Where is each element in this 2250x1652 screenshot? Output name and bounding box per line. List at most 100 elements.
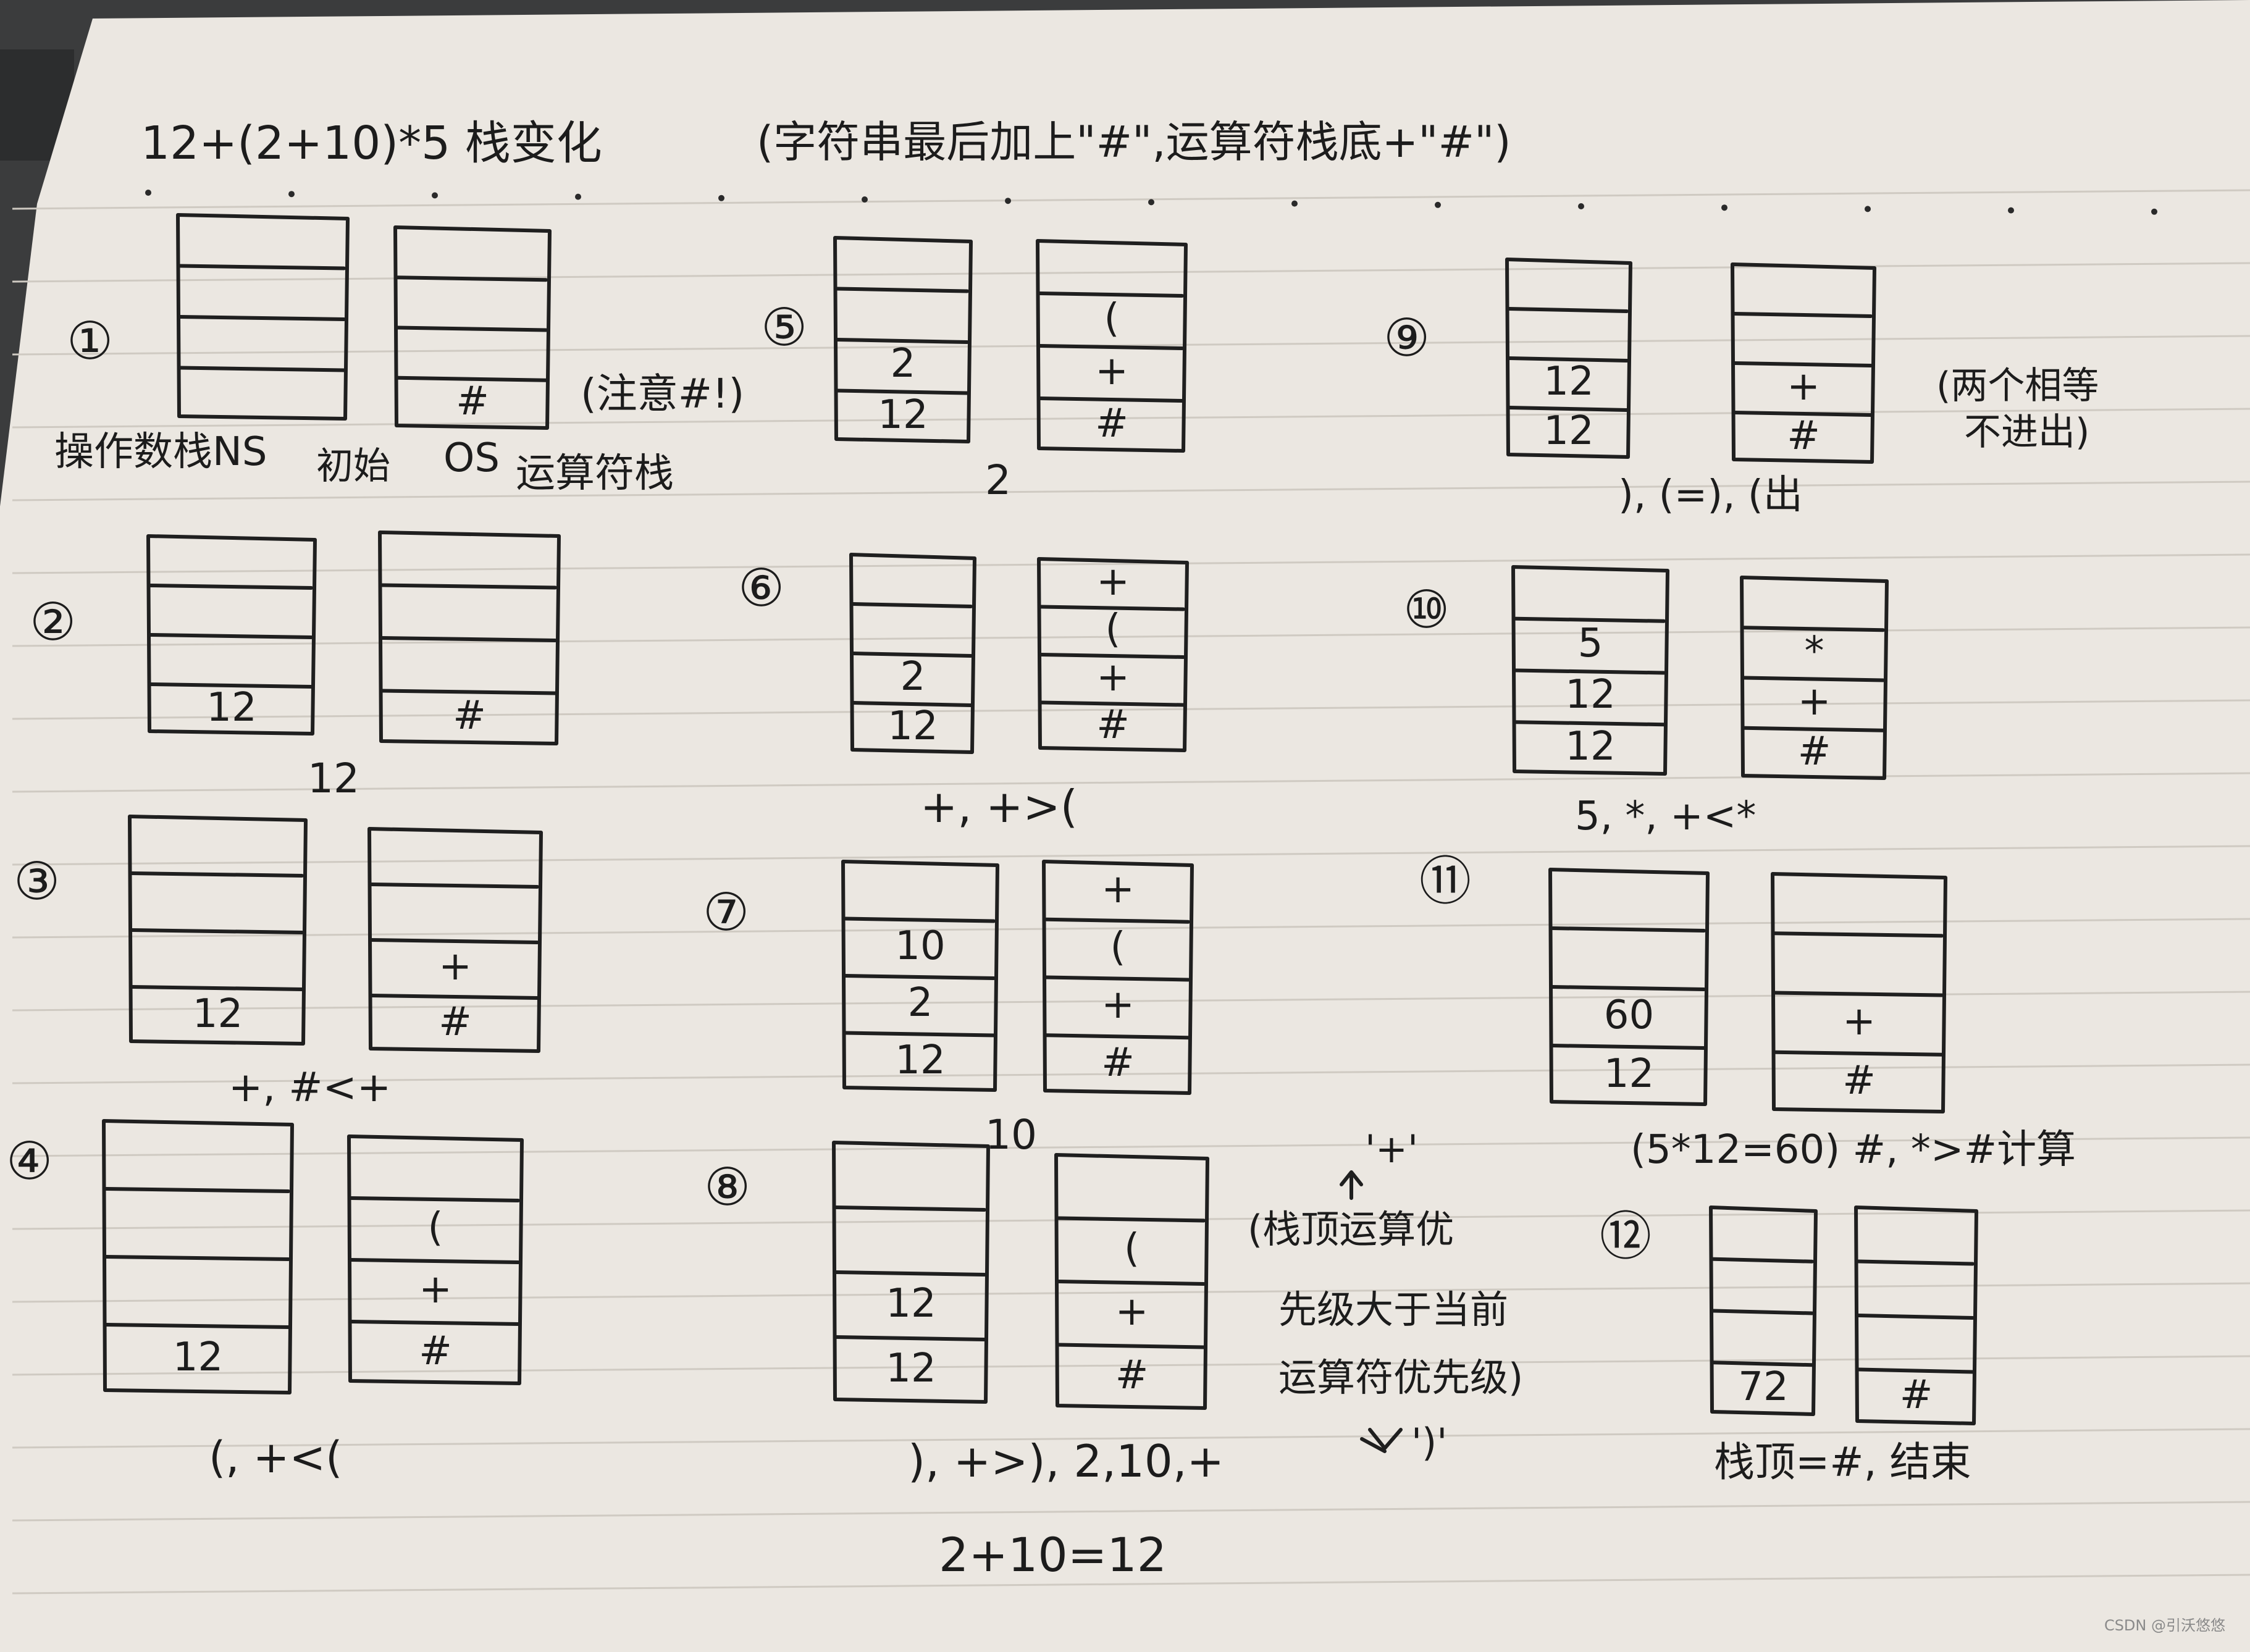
step3-operator-cell: +: [439, 944, 472, 989]
step10-operator-stack-divider: [1742, 626, 1885, 632]
step1-operator-stack-divider: [396, 375, 548, 382]
step1-operator-stack-divider: [396, 275, 548, 282]
step-label-9: ⑨: [1383, 308, 1430, 368]
step10-operand-cell: 12: [1565, 724, 1616, 770]
step10-operator-cell: #: [1797, 729, 1831, 775]
side-note-bottom: ')': [1411, 1420, 1448, 1465]
step6-operand-stack-divider: [852, 652, 973, 658]
step11-operand-stack-divider: [1551, 1044, 1706, 1050]
step-label-6: ⑥: [738, 558, 785, 618]
step3-operator-stack-divider: [370, 883, 539, 889]
step10-operator-stack-divider: [1742, 726, 1885, 732]
step12-operand-stack: [1709, 1205, 1818, 1416]
step4-operand-cell: 12: [172, 1335, 224, 1380]
step9-operator-stack-divider: [1733, 411, 1873, 417]
step4-operator-stack-divider: [350, 1196, 520, 1202]
side-note-top: '+': [1365, 1126, 1419, 1172]
step7-operator-stack-divider: [1044, 917, 1190, 924]
step8-operator-cell: #: [1115, 1352, 1149, 1398]
step7-operand-stack: [841, 860, 999, 1092]
step7-operand-cell: 10: [895, 923, 946, 969]
step8-operand-stack-divider: [834, 1335, 986, 1341]
step12-operand-cell: 72: [1738, 1364, 1789, 1411]
step8-operand-stack-divider: [834, 1205, 986, 1212]
step8-operator-cell: +: [1115, 1289, 1149, 1335]
step7-operand-stack-divider: [844, 1031, 996, 1038]
step12-caption: 栈顶=#, 结束: [1714, 1438, 1971, 1486]
step11-operator-stack-divider: [1773, 1050, 1944, 1057]
step4-operator-cell: +: [419, 1267, 452, 1312]
step6-operator-cell: +: [1096, 654, 1130, 700]
step8-operand-stack-divider: [834, 1270, 986, 1277]
step5-operand-stack-divider: [836, 388, 969, 395]
step1-operand-stack: [176, 213, 350, 421]
step10-operator-cell: +: [1797, 679, 1831, 725]
step9-note-1: (两个相等: [1936, 364, 2099, 408]
step11-operand-stack: [1548, 868, 1710, 1106]
step9-operand-cell: 12: [1543, 408, 1594, 454]
step12-operand-stack-divider: [1711, 1257, 1814, 1264]
step11-operator-stack: [1771, 872, 1947, 1113]
step6-operand-stack-divider: [852, 701, 973, 707]
step-label-11: ⑪: [1419, 851, 1472, 912]
step2-operator-stack-divider: [380, 583, 557, 590]
step5-operator-stack-divider: [1038, 291, 1184, 298]
step5-operand-cell: 12: [878, 392, 928, 438]
step5-caption: 2: [985, 456, 1011, 504]
step11-caption: (5*12=60) #, *>#计算: [1631, 1127, 2076, 1173]
step12-operand-stack-divider: [1711, 1309, 1814, 1315]
step11-operand-stack-divider: [1551, 985, 1706, 991]
step7-operator-stack: [1042, 860, 1194, 1095]
step7-operator-cell: +: [1101, 866, 1135, 912]
step5-operand-cell: 2: [890, 341, 916, 387]
step-label-4: ④: [6, 1131, 53, 1191]
step5-operand-stack-divider: [836, 287, 969, 293]
step9-operand-stack-divider: [1508, 307, 1629, 313]
step10-operand-stack: [1511, 565, 1669, 776]
step-label-12: ⑫: [1600, 1206, 1652, 1267]
step12-operator-stack-divider: [1857, 1259, 1975, 1266]
step11-operator-cell: #: [1842, 1057, 1876, 1104]
step6-operator-stack-divider: [1039, 653, 1185, 659]
step6-caption: +, +>(: [920, 781, 1078, 832]
step5-operator-stack-divider: [1038, 396, 1184, 403]
step8-operand-stack: [832, 1141, 990, 1404]
step1-operator-stack: [393, 225, 552, 430]
step-label-7: ⑦: [703, 882, 750, 942]
step2-operator-stack-divider: [380, 689, 557, 695]
step3-operator-cell: #: [439, 999, 472, 1045]
step7-operand-stack-divider: [844, 916, 996, 923]
step4-operator-stack: [347, 1134, 524, 1385]
step2-operator-stack: [378, 530, 561, 745]
step2-operand-stack-divider: [149, 584, 313, 590]
step9-operator-stack-divider: [1733, 361, 1873, 367]
step1-operand-stack-divider: [178, 366, 346, 372]
step10-operator-stack: [1740, 576, 1889, 780]
step11-operand-cell: 60: [1603, 992, 1655, 1038]
step-label-10: ⑩: [1403, 579, 1450, 640]
operator-stack-label: 运算符栈: [516, 451, 674, 497]
step7-operand-cell: 2: [907, 980, 933, 1026]
ruled-lines: [12, 189, 2250, 1595]
step6-operand-stack-divider: [852, 602, 973, 608]
step5-operator-cell: #: [1095, 400, 1128, 447]
step6-operand-stack: [849, 553, 976, 754]
step5-operator-cell: +: [1095, 348, 1128, 394]
step2-operand-cell: 12: [206, 685, 257, 731]
step3-operand-stack: [128, 815, 308, 1046]
step9-operand-stack: [1505, 258, 1632, 459]
init-label: 初始: [316, 445, 390, 488]
step9-operator-cell: +: [1787, 364, 1820, 409]
step3-operand-stack-divider: [130, 985, 304, 991]
step9-operand-stack-divider: [1508, 356, 1629, 363]
step3-operator-stack-divider: [370, 994, 539, 1000]
step10-operand-stack-divider: [1514, 616, 1666, 623]
step10-operand-cell: 12: [1565, 672, 1616, 718]
step3-operand-stack-divider: [130, 871, 304, 878]
step7-operand-stack-divider: [844, 974, 996, 980]
step6-operator-cell: +: [1096, 558, 1130, 605]
step1-operator-stack-divider: [396, 325, 548, 332]
step6-operator-stack-divider: [1039, 605, 1185, 611]
step7-operator-stack-divider: [1044, 975, 1190, 982]
